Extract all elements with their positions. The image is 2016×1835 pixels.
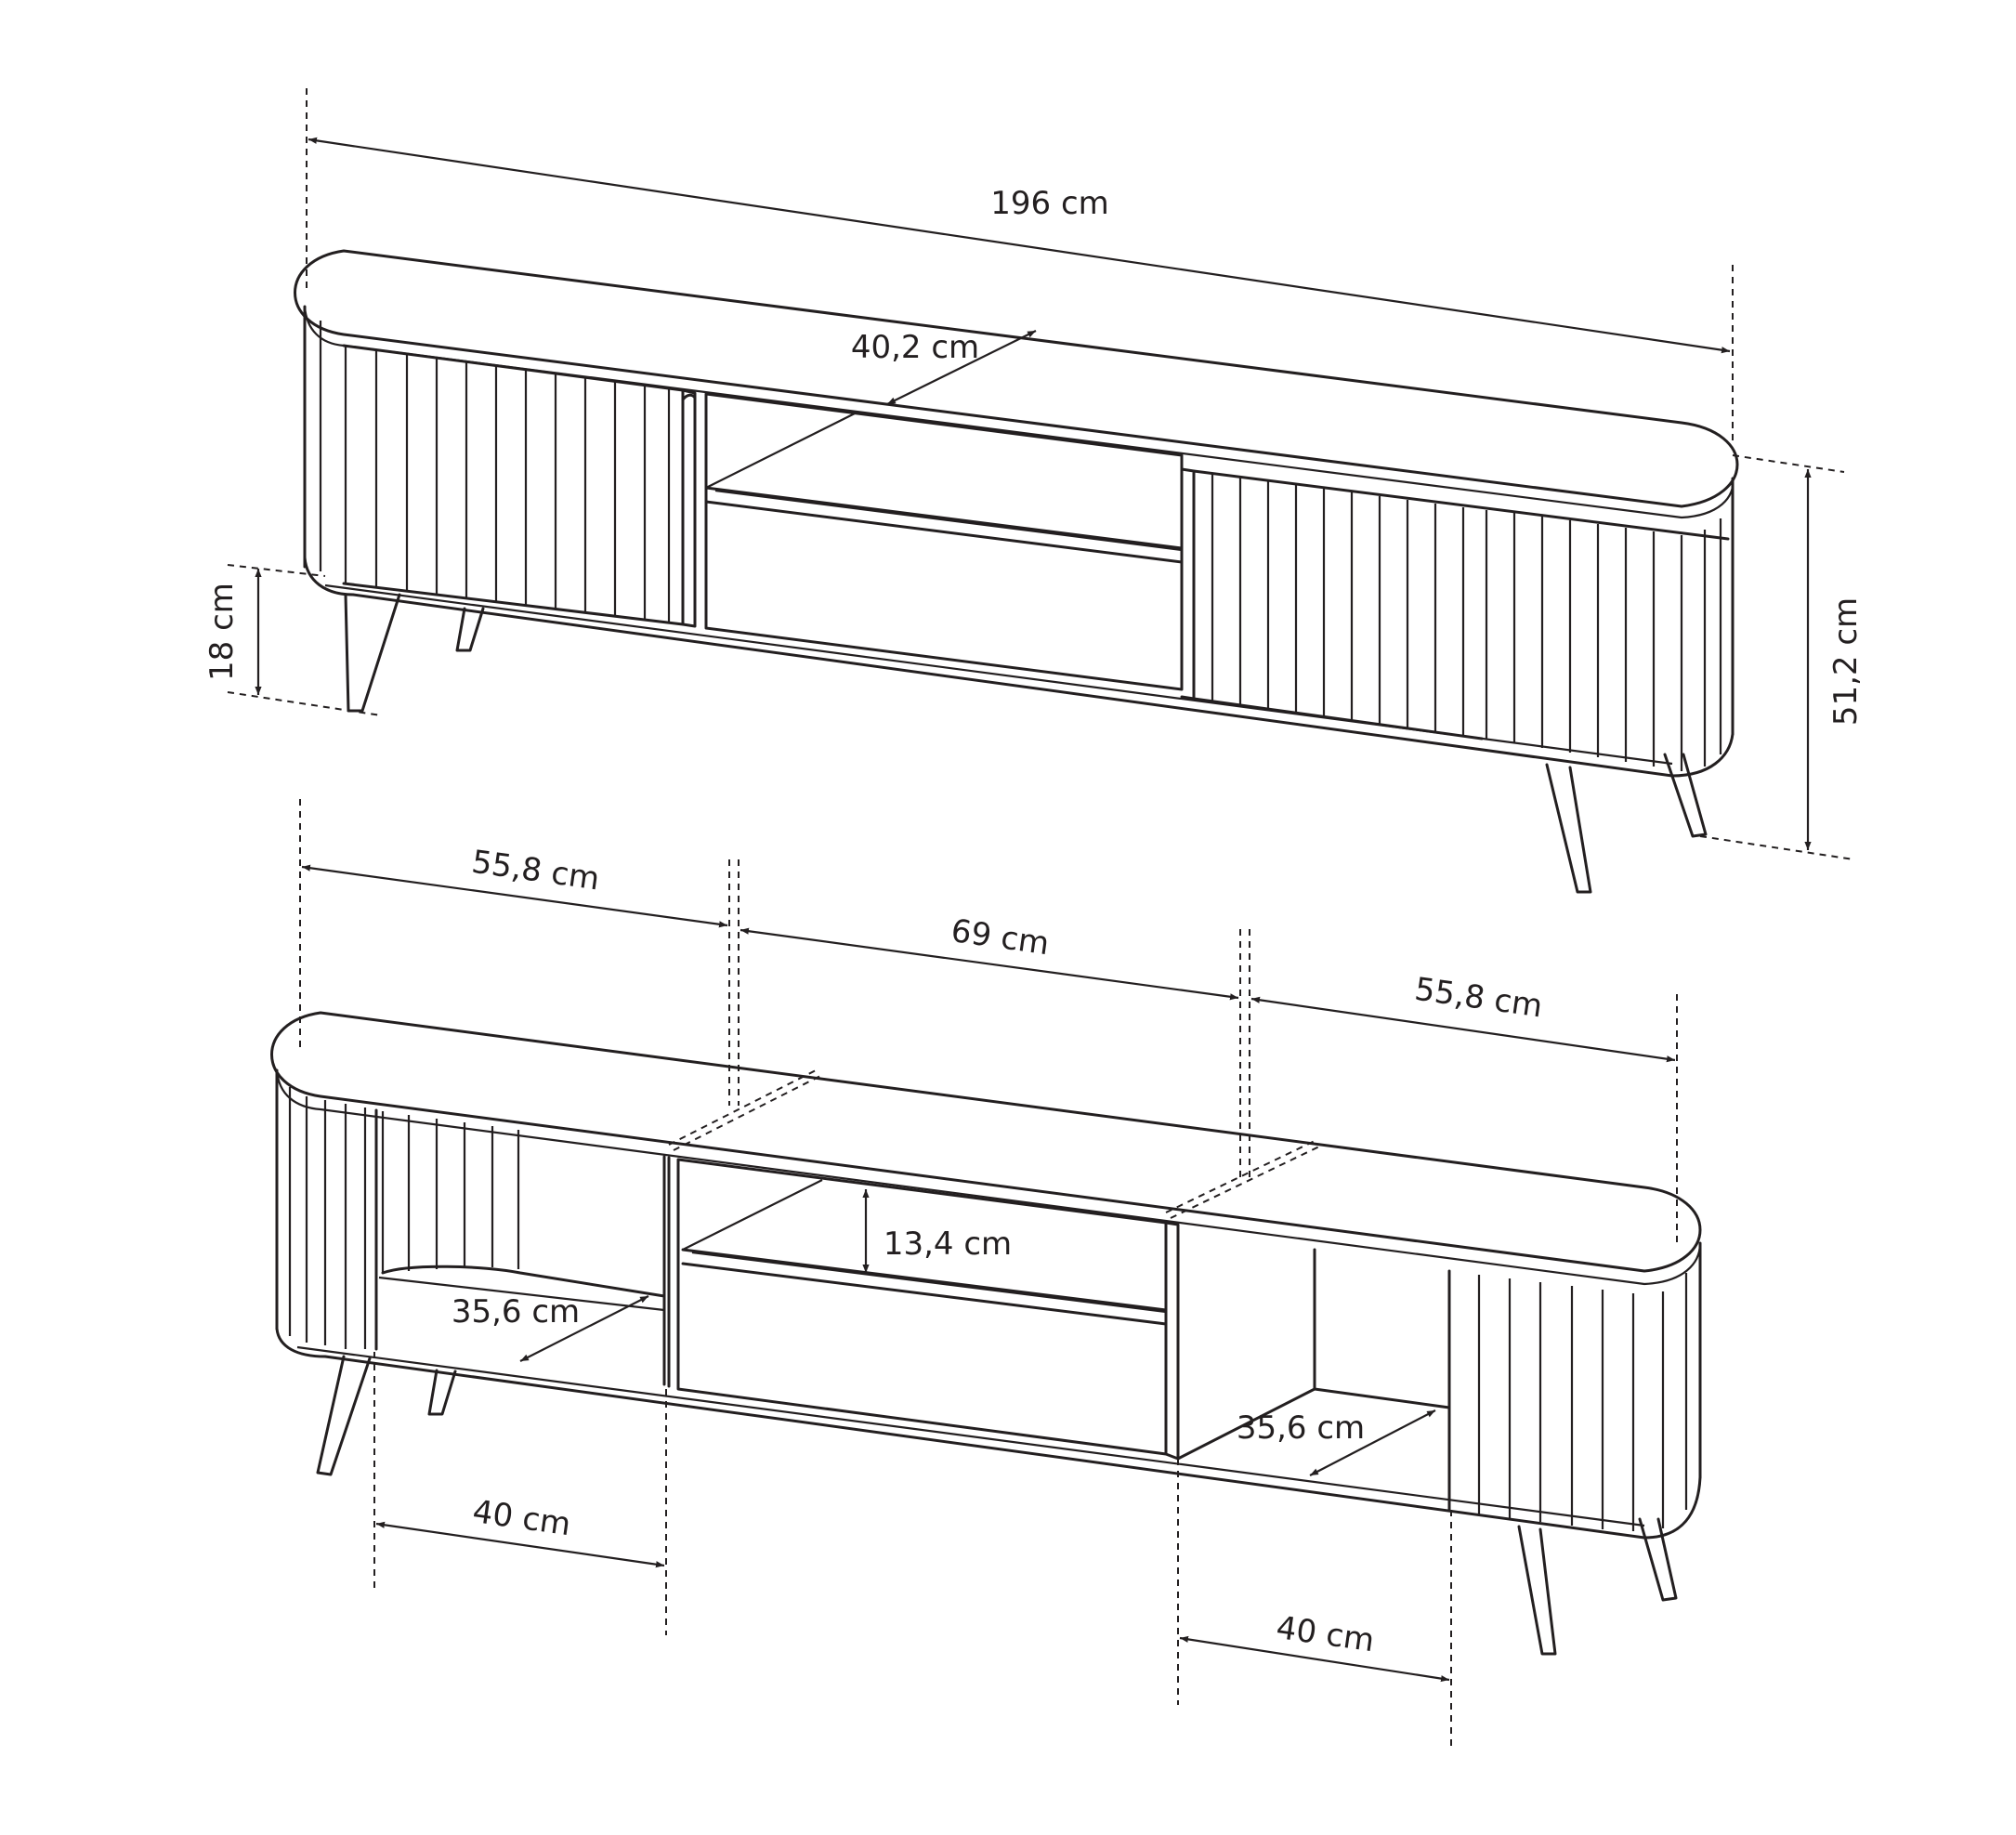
middle-shelf [704,486,1184,564]
top-surface-2 [270,1011,1702,1273]
left-depth-dimension-line [519,1295,649,1362]
right-side-flutes [1477,1273,1688,1531]
left-depth-label: 35,6 cm [452,1293,580,1330]
leg-back-left-2 [427,1369,457,1416]
right-depth-label: 35,6 cm [1237,1409,1365,1447]
right-door [1192,469,1730,741]
left-door [342,344,685,626]
middle-shelf-2 [681,1248,1168,1326]
left-door-handle [681,388,697,628]
height-label: 51,2 cm [1827,597,1865,726]
leg-front-right [1545,763,1592,894]
left-door-handle-top [681,393,697,401]
depth-dimension-line [886,330,1037,405]
bottom-view-dimensions: 55,8 cm 69 cm 55,8 cm 13,4 cm 35,6 cm 35… [299,799,1678,1747]
leg-back-left [455,607,485,652]
left-width-dimension-line [375,1521,665,1568]
width-dimension-line [308,137,1731,354]
left-section-dimension-line [301,864,728,928]
right-section-dimension-line [1250,996,1676,1063]
top-surface [294,249,1739,508]
middle-section [704,392,1184,691]
shelf-height-label: 13,4 cm [884,1226,1012,1263]
right-width-dimension-line [1179,1635,1450,1683]
right-depth-dimension-line [1309,1409,1436,1476]
tv-stand-open-view [270,1011,1702,1656]
middle-section-label: 69 cm [949,912,1051,963]
depth-label: 40,2 cm [851,329,979,366]
right-compartment [1176,1248,1451,1461]
right-section-label: 55,8 cm [1412,971,1545,1026]
tv-stand-closed-view [294,249,1739,894]
right-door-handle [1180,467,1196,701]
middle-shelf-back [705,413,856,489]
leg-back-right [1663,753,1708,838]
leg-front-left-2 [316,1355,372,1476]
middle-shelf-back-2 [682,1179,823,1251]
leg-front-right-2 [1517,1525,1557,1656]
left-compartment [381,1155,666,1386]
middle-section-dimension-line [740,927,1239,1001]
leg-front-left [344,593,401,713]
left-side-flutes [288,1087,520,1351]
left-door-flutes [319,321,671,623]
left-section-label: 55,8 cm [469,844,602,898]
middle-section-2 [676,1158,1168,1456]
middle-shelf-line [714,489,1183,552]
left-width-label: 40 cm [470,1493,572,1543]
leg-height-label: 18 cm [203,583,241,681]
right-door-flutes [1211,474,1722,771]
leg-back-right-2 [1638,1517,1678,1602]
right-width-label: 40 cm [1274,1609,1376,1659]
top-view-dimensions: 196 cm 40,2 cm 51,2 cm 18 cm [203,88,1865,860]
width-label: 196 cm [990,185,1109,222]
